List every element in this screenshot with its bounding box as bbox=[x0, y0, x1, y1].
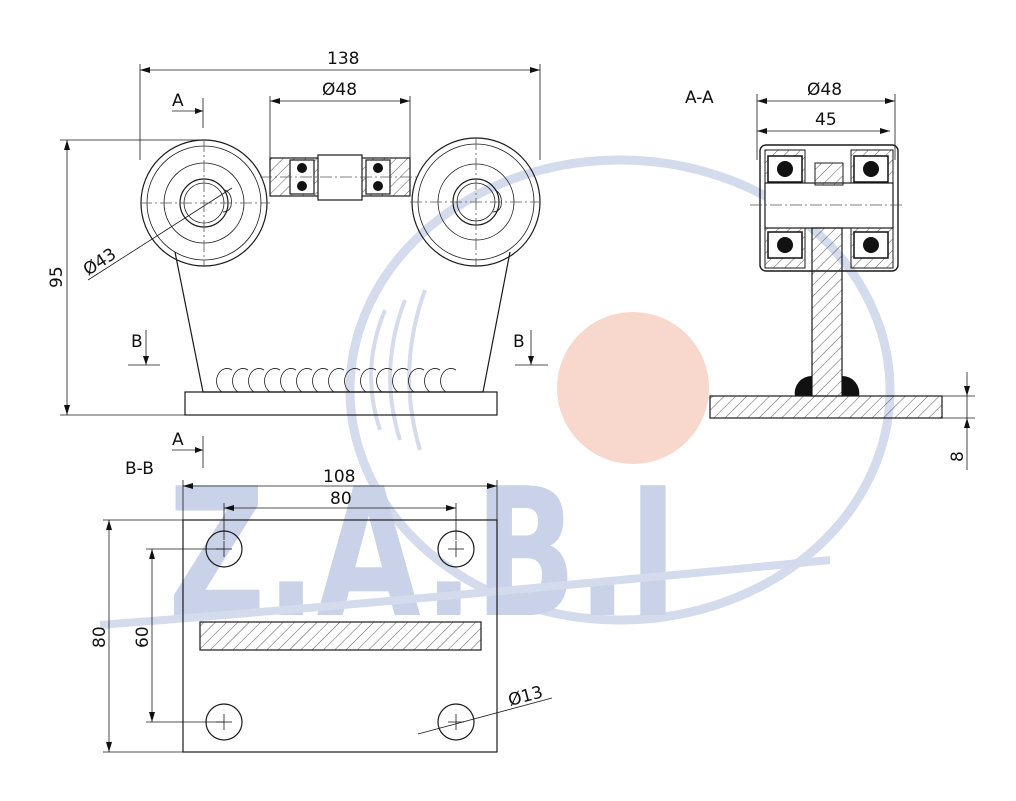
dim-bb-hole-spacing-y: 60 bbox=[133, 626, 153, 648]
weld-seam bbox=[216, 368, 457, 393]
watermark-swoosh bbox=[99, 556, 831, 629]
section-aa-view: A-A Ø48 45 bbox=[685, 80, 975, 470]
wifi-arc-icon bbox=[369, 289, 427, 451]
base-plate-bb bbox=[182, 519, 498, 753]
section-aa-title: A-A bbox=[685, 88, 714, 108]
dim-aa-width: 45 bbox=[815, 110, 837, 130]
section-bb-title: B-B bbox=[125, 459, 154, 479]
front-view: 138 Ø48 A 95 Ø43 bbox=[47, 49, 548, 416]
dim-aa-outer-diameter: Ø48 bbox=[807, 80, 842, 100]
section-a-mark-bottom: A bbox=[172, 430, 184, 450]
dim-bb-hole-spacing-x: 80 bbox=[330, 489, 352, 509]
dim-wheel-diameter: Ø48 bbox=[322, 80, 357, 100]
dim-bb-hole-diameter: Ø13 bbox=[506, 682, 545, 710]
left-wheel bbox=[140, 139, 270, 267]
section-b-mark-right: B bbox=[513, 332, 525, 352]
dim-roller-diameter: Ø43 bbox=[80, 244, 120, 280]
section-a-mark-top: A bbox=[172, 91, 184, 111]
right-wheel bbox=[410, 137, 541, 267]
watermark-ring bbox=[345, 155, 895, 625]
section-b-mark-left: B bbox=[131, 332, 143, 352]
watermark-dot bbox=[557, 312, 709, 464]
mounting-holes bbox=[205, 530, 475, 741]
dim-height: 95 bbox=[47, 266, 67, 288]
dim-bb-plate-width: 108 bbox=[323, 467, 355, 487]
center-bearing bbox=[260, 154, 420, 201]
base-plate-front bbox=[184, 391, 498, 416]
dim-overall-width: 138 bbox=[327, 49, 359, 69]
dim-bb-plate-height: 80 bbox=[90, 626, 110, 648]
dim-aa-plate-thickness: 8 bbox=[948, 451, 968, 462]
